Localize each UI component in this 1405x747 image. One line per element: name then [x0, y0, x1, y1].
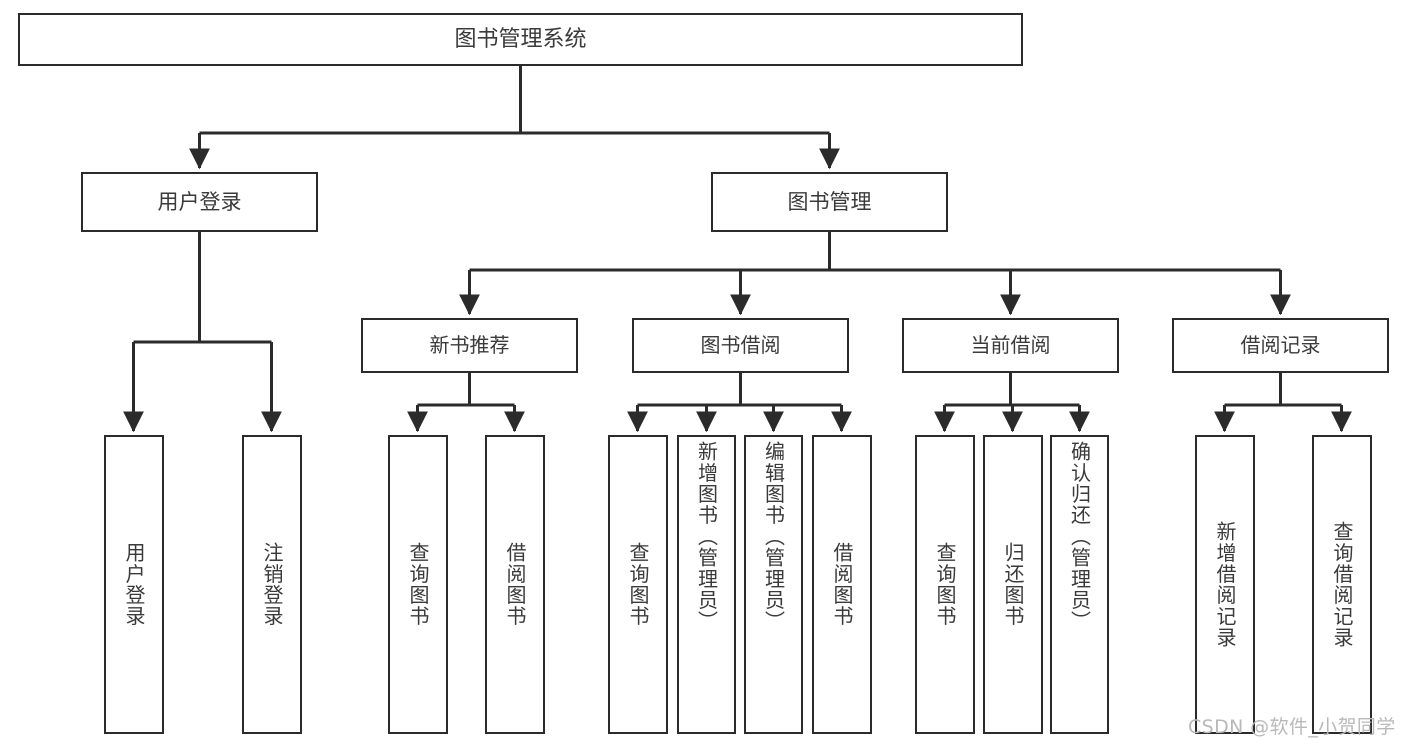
- node-leaf-query-book-3[interactable]: 查询图书: [915, 435, 975, 734]
- node-label: 注销登录: [260, 542, 284, 627]
- node-label: 借阅图书: [830, 542, 854, 627]
- node-user-login[interactable]: 用户登录: [81, 172, 318, 232]
- node-label: 图书借阅: [700, 332, 781, 357]
- csdn-watermark: CSDN @软件_小贺同学: [1188, 716, 1396, 738]
- node-leaf-user-logout[interactable]: 注销登录: [242, 435, 302, 734]
- node-label: 用户登录: [157, 189, 242, 214]
- node-leaf-query-book-1[interactable]: 查询图书: [388, 435, 448, 734]
- node-label: 归还图书: [1001, 542, 1025, 627]
- node-label: 图书管理: [787, 189, 872, 214]
- node-label: 新增借阅记录: [1213, 520, 1237, 649]
- node-label: 确认归还（管理员）: [1067, 441, 1092, 632]
- node-label: 查询图书: [406, 542, 430, 627]
- node-leaf-user-login[interactable]: 用户登录: [104, 435, 164, 734]
- node-new-book-rec[interactable]: 新书推荐: [361, 318, 578, 373]
- node-label: 编辑图书（管理员）: [761, 441, 786, 632]
- node-leaf-edit-book[interactable]: 编辑图书（管理员）: [744, 435, 803, 734]
- node-label: 图书管理系统: [454, 26, 587, 52]
- node-label: 新书推荐: [429, 332, 510, 357]
- node-book-manage[interactable]: 图书管理: [711, 172, 948, 232]
- node-leaf-confirm-return[interactable]: 确认归还（管理员）: [1050, 435, 1109, 734]
- node-root[interactable]: 图书管理系统: [18, 13, 1023, 66]
- node-leaf-query-record[interactable]: 查询借阅记录: [1312, 435, 1372, 734]
- node-leaf-borrow-book-1[interactable]: 借阅图书: [485, 435, 545, 734]
- node-leaf-add-record[interactable]: 新增借阅记录: [1195, 435, 1255, 734]
- node-book-borrow[interactable]: 图书借阅: [632, 318, 849, 373]
- node-label: 查询借阅记录: [1330, 520, 1354, 649]
- node-label: 用户登录: [122, 542, 146, 627]
- node-leaf-query-book-2[interactable]: 查询图书: [608, 435, 668, 734]
- node-leaf-add-book[interactable]: 新增图书（管理员）: [677, 435, 736, 734]
- node-label: 新增图书（管理员）: [694, 441, 719, 632]
- node-label: 查询图书: [626, 542, 650, 627]
- node-label: 查询图书: [933, 542, 957, 627]
- node-label: 借阅图书: [503, 542, 527, 627]
- node-borrow-record[interactable]: 借阅记录: [1172, 318, 1389, 373]
- node-label: 当前借阅: [970, 332, 1051, 357]
- node-label: 借阅记录: [1240, 332, 1321, 357]
- node-leaf-borrow-book-2[interactable]: 借阅图书: [812, 435, 872, 734]
- node-leaf-return-book[interactable]: 归还图书: [983, 435, 1043, 734]
- node-current-borrow[interactable]: 当前借阅: [902, 318, 1119, 373]
